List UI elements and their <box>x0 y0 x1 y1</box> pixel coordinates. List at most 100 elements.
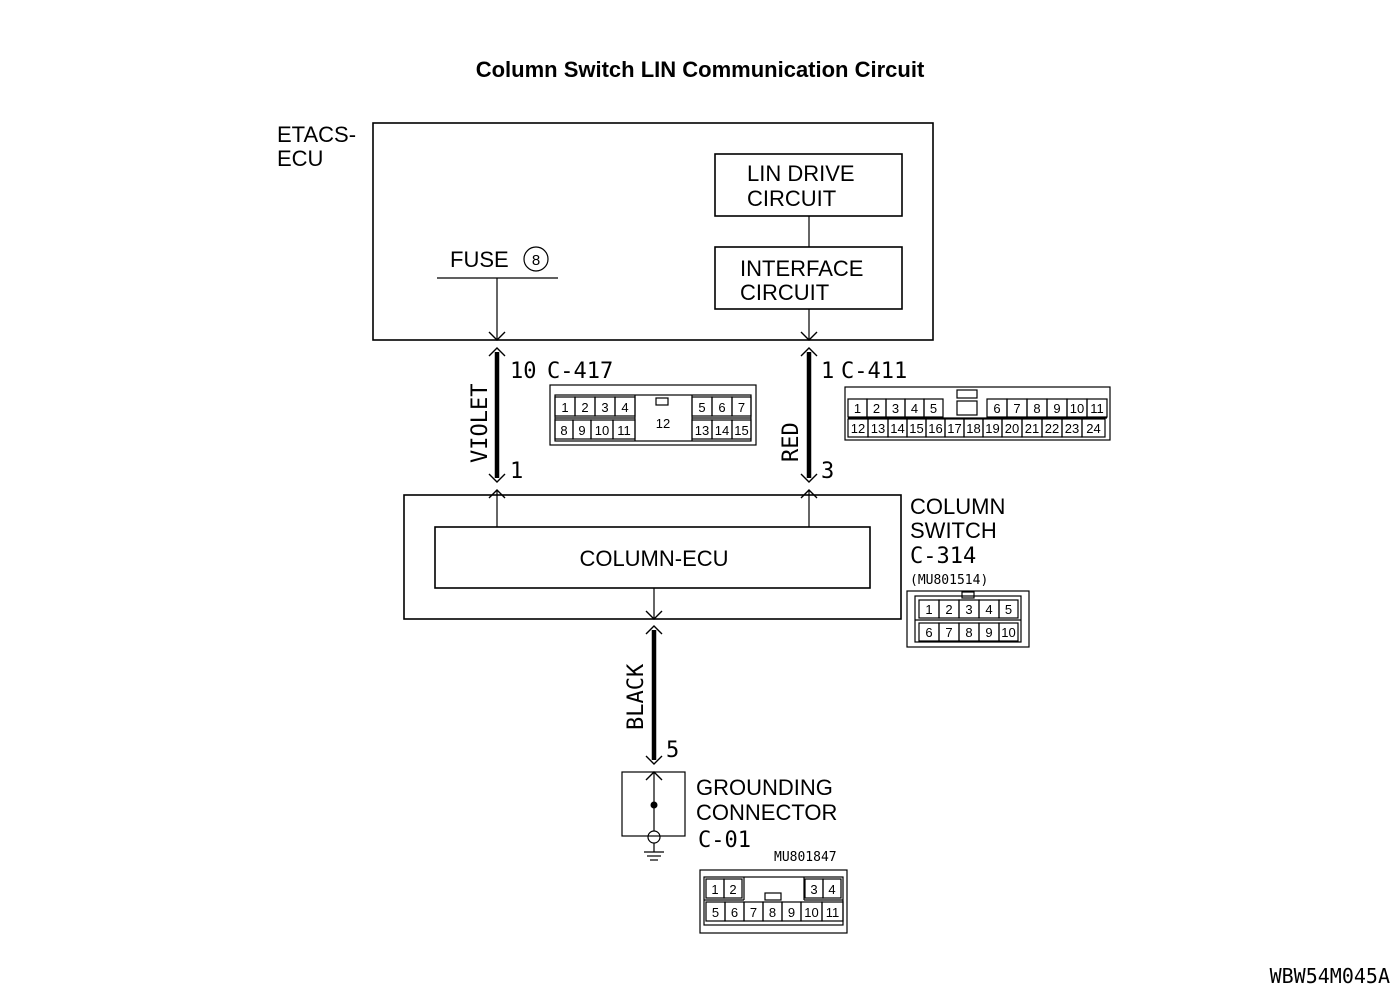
c417-pin-4: 4 <box>621 400 628 415</box>
c01-pin-3: 3 <box>810 882 817 897</box>
c411-pin-1: 1 <box>854 401 861 416</box>
c01-pin-1: 1 <box>711 882 718 897</box>
c314-pin-7: 7 <box>945 625 952 640</box>
arrow-violet-bottom-upper <box>488 473 506 483</box>
violet-top-pin: 10 <box>510 359 537 384</box>
c411-pin-5: 5 <box>930 401 937 416</box>
c01-pin-8: 8 <box>769 905 776 920</box>
c411-pin-13: 13 <box>871 421 885 436</box>
column-switch-connector: C-314 <box>910 544 976 569</box>
c314-pin-2: 2 <box>945 602 952 617</box>
c01-pin-11: 11 <box>826 905 840 920</box>
red-top-pin: 1 <box>821 359 834 384</box>
c417-pin-2: 2 <box>581 400 588 415</box>
c314-pin-4: 4 <box>985 602 992 617</box>
red-bottom-pin: 3 <box>821 459 834 484</box>
c417-pin-5: 5 <box>698 400 705 415</box>
c01-pin-7: 7 <box>750 905 757 920</box>
grounding-part-number: MU801847 <box>774 850 837 865</box>
c411-pin-10: 10 <box>1070 401 1084 416</box>
c314-pin-1: 1 <box>925 602 932 617</box>
column-switch-part-number: (MU801514) <box>910 573 988 588</box>
c411-pin-15: 15 <box>909 421 923 436</box>
c417-pin-10: 10 <box>595 423 609 438</box>
c01-pin-2: 2 <box>729 882 736 897</box>
violet-bottom-pin: 1 <box>510 459 523 484</box>
c411-pin-23: 23 <box>1065 421 1079 436</box>
fuse-number: 8 <box>532 252 540 269</box>
c411-pin-14: 14 <box>890 421 904 436</box>
c417-cell-4 <box>614 396 636 417</box>
c411-pin-21: 21 <box>1025 421 1039 436</box>
c411-pin-2: 2 <box>873 401 880 416</box>
c411-pin-20: 20 <box>1005 421 1019 436</box>
arrow-red-top-upper <box>800 331 818 341</box>
c01-pin-9: 9 <box>788 905 795 920</box>
c411-pin-16: 16 <box>928 421 942 436</box>
c417-pin-3: 3 <box>601 400 608 415</box>
c417-pin-1: 1 <box>561 400 568 415</box>
c314-pin-6: 6 <box>925 625 932 640</box>
c417-center-pin: 12 <box>656 416 670 431</box>
c411-pin-24: 24 <box>1086 421 1100 436</box>
c411-cell-5 <box>923 398 944 418</box>
c411-pin-19: 19 <box>985 421 999 436</box>
arrow-black-top-lower <box>645 625 663 635</box>
lin-drive-circuit-label: LIN DRIVE CIRCUIT <box>747 161 861 211</box>
grounding-connector-label: GROUNDING CONNECTOR <box>696 775 839 825</box>
c314-pin-9: 9 <box>985 625 992 640</box>
interface-circuit-label: INTERFACE CIRCUIT <box>740 256 870 305</box>
c01-pin-5: 5 <box>712 905 719 920</box>
violet-top-connector: C-417 <box>547 359 613 384</box>
column-switch-box <box>403 494 902 620</box>
c411-pin-6: 6 <box>993 401 1000 416</box>
c01-cell-11 <box>821 901 844 922</box>
ground-symbol <box>621 771 686 861</box>
column-ecu-box <box>434 526 871 589</box>
c01-pin-6: 6 <box>731 905 738 920</box>
black-bottom-pin: 5 <box>666 738 679 763</box>
c411-pin-8: 8 <box>1033 401 1040 416</box>
arrow-violet-top-lower <box>488 347 506 357</box>
c417-pin-8: 8 <box>560 423 567 438</box>
c411-cell-11 <box>1086 398 1108 418</box>
c411-pin-12: 12 <box>851 421 865 436</box>
c411-pin-4: 4 <box>911 401 918 416</box>
c411-pin-17: 17 <box>947 421 961 436</box>
c417-pin-13: 13 <box>695 423 709 438</box>
c411-pin-9: 9 <box>1053 401 1060 416</box>
c314-cell-5 <box>998 599 1019 619</box>
diagram-title: Column Switch LIN Communication Circuit <box>476 57 925 82</box>
c411-pin-3: 3 <box>892 401 899 416</box>
c411-pin-18: 18 <box>966 421 980 436</box>
arrow-red-top-lower <box>800 347 818 357</box>
c01-pin-10: 10 <box>804 905 818 920</box>
c417-pin-14: 14 <box>715 423 729 438</box>
c314-pin-10: 10 <box>1001 625 1015 640</box>
etacs-ecu-label: ETACS- ECU <box>277 122 362 171</box>
red-top-connector: C-411 <box>841 359 907 384</box>
c417-pin-6: 6 <box>718 400 725 415</box>
c01-pin-4: 4 <box>828 882 835 897</box>
c417-pin-15: 15 <box>734 423 748 438</box>
c314-pin-3: 3 <box>965 602 972 617</box>
c411-pin-11: 11 <box>1090 401 1104 416</box>
fuse-label: FUSE <box>450 247 509 272</box>
c01-cell-2 <box>723 878 743 899</box>
c417-pin-11: 11 <box>617 423 631 438</box>
c314-cell-10 <box>998 622 1019 642</box>
grounding-connector-id: C-01 <box>698 828 751 853</box>
etacs-ecu-box <box>372 122 934 341</box>
c411-cell-24 <box>1081 418 1106 438</box>
arrow-black-bottom-upper <box>645 755 663 765</box>
c417-pin-9: 9 <box>578 423 585 438</box>
c411-pin-22: 22 <box>1045 421 1059 436</box>
c417-cell-11 <box>612 419 636 440</box>
arrow-violet-top-upper <box>488 331 506 341</box>
c314-pin-8: 8 <box>965 625 972 640</box>
